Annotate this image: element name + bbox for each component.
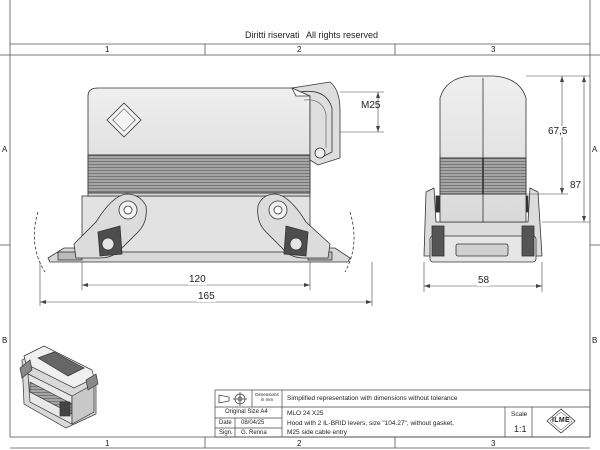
grid-row-b-right: B — [592, 336, 598, 345]
grid-column-1-bottom: 1 — [105, 439, 110, 448]
scale-label: Scale — [511, 411, 528, 418]
front-dimensions — [39, 91, 384, 306]
description-line-1: Hood with 2 IL-BRID levers, size "104.27… — [287, 420, 454, 427]
dimension-thread: M25 — [361, 100, 381, 111]
projection-symbol-icon — [218, 392, 247, 406]
front-view — [33, 81, 355, 273]
grid-column-3-top: 3 — [491, 45, 496, 54]
isometric-view — [19, 345, 99, 429]
grid-column-1-top: 1 — [105, 45, 110, 54]
dimensions-unit-label: Dimensions in mm — [255, 392, 279, 402]
original-size: Original Size A4 — [225, 409, 268, 415]
right-lever — [257, 193, 331, 259]
grid-column-3-bottom: 3 — [491, 439, 496, 448]
dimension-165: 165 — [197, 291, 216, 302]
date-label: Date — [219, 420, 232, 426]
dimension-67-5: 67,5 — [548, 126, 568, 137]
grid-row-a-right: A — [592, 145, 598, 154]
dimension-58: 58 — [477, 275, 491, 286]
dimension-120: 120 — [188, 274, 207, 285]
grid-row-a-left: A — [2, 145, 8, 154]
side-dimension-arrows — [424, 76, 586, 288]
side-dimensions — [423, 75, 590, 292]
ilme-logo — [540, 408, 582, 434]
part-code: MLO 24 X25 — [287, 410, 324, 417]
grid-column-2-bottom: 2 — [297, 439, 302, 448]
scale-value: 1:1 — [514, 424, 527, 434]
left-lever — [73, 193, 147, 259]
title-block-frame — [214, 389, 591, 438]
grid-row-b-left: B — [2, 336, 8, 345]
rights-reserved-italian: Diritti riservati — [245, 30, 300, 40]
date-value: 08/04/25 — [241, 420, 265, 426]
description-line-2: M25 side cable entry — [287, 429, 347, 436]
ilme-logo-text: ILME — [552, 417, 570, 424]
side-view — [423, 75, 543, 263]
note-simplified: Simplified representation with dimension… — [287, 395, 458, 402]
sign-label: Sign. — [219, 430, 233, 436]
front-dimension-arrows — [40, 92, 380, 304]
ilme-logo-emblem — [106, 102, 142, 138]
sign-value: G. Renna — [241, 430, 267, 436]
dimension-87: 87 — [570, 180, 582, 191]
grid-column-2-top: 2 — [297, 45, 302, 54]
rights-reserved-english: All rights reserved — [306, 30, 379, 40]
